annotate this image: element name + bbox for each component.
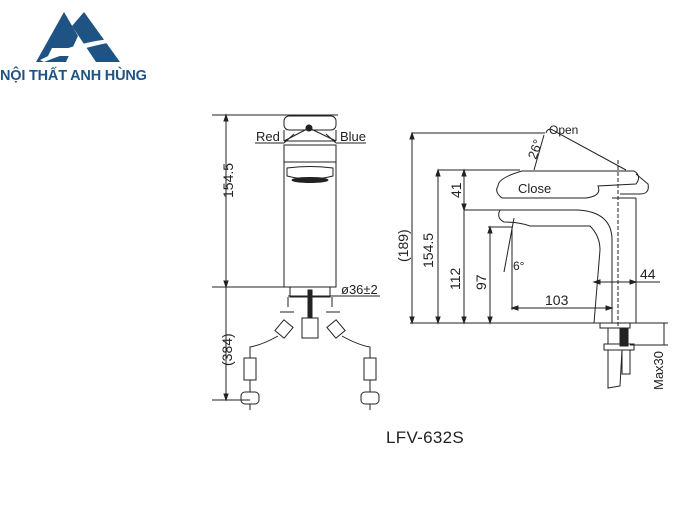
red-label: Red xyxy=(256,129,280,144)
shank-diameter-label: ø36±2 xyxy=(341,282,378,297)
mountain-logo-icon xyxy=(36,12,120,62)
side-view: (189) 154.5 41 112 97 6° 103 xyxy=(395,123,668,390)
reach-label: 103 xyxy=(545,292,569,308)
outlet-angle-label: 6° xyxy=(513,259,525,273)
close-label: Close xyxy=(518,181,551,196)
body-height-label: 154.5 xyxy=(420,233,436,268)
total-height-label: (189) xyxy=(395,229,411,262)
model-number: LFV-632S xyxy=(386,428,465,447)
brand-name: NỘI THẤT ANH HÙNG xyxy=(0,68,147,84)
front-height-label: 154.5 xyxy=(220,163,236,198)
front-view: 154.5 (384) Red Blue ø36±2 xyxy=(212,113,380,410)
hose-length-label: (384) xyxy=(219,333,235,366)
spout-top-label: 112 xyxy=(447,267,463,290)
lever-angle-label: 26° xyxy=(525,137,546,161)
spout-outlet-label: 97 xyxy=(473,274,489,290)
lever-height-label: 41 xyxy=(448,182,464,198)
brand-logo: NỘI THẤT ANH HÙNG xyxy=(0,8,170,88)
open-label: Open xyxy=(549,123,578,137)
blue-label: Blue xyxy=(340,129,366,144)
max-deck-label: Max30 xyxy=(651,351,666,390)
base-width-label: 44 xyxy=(640,266,656,282)
